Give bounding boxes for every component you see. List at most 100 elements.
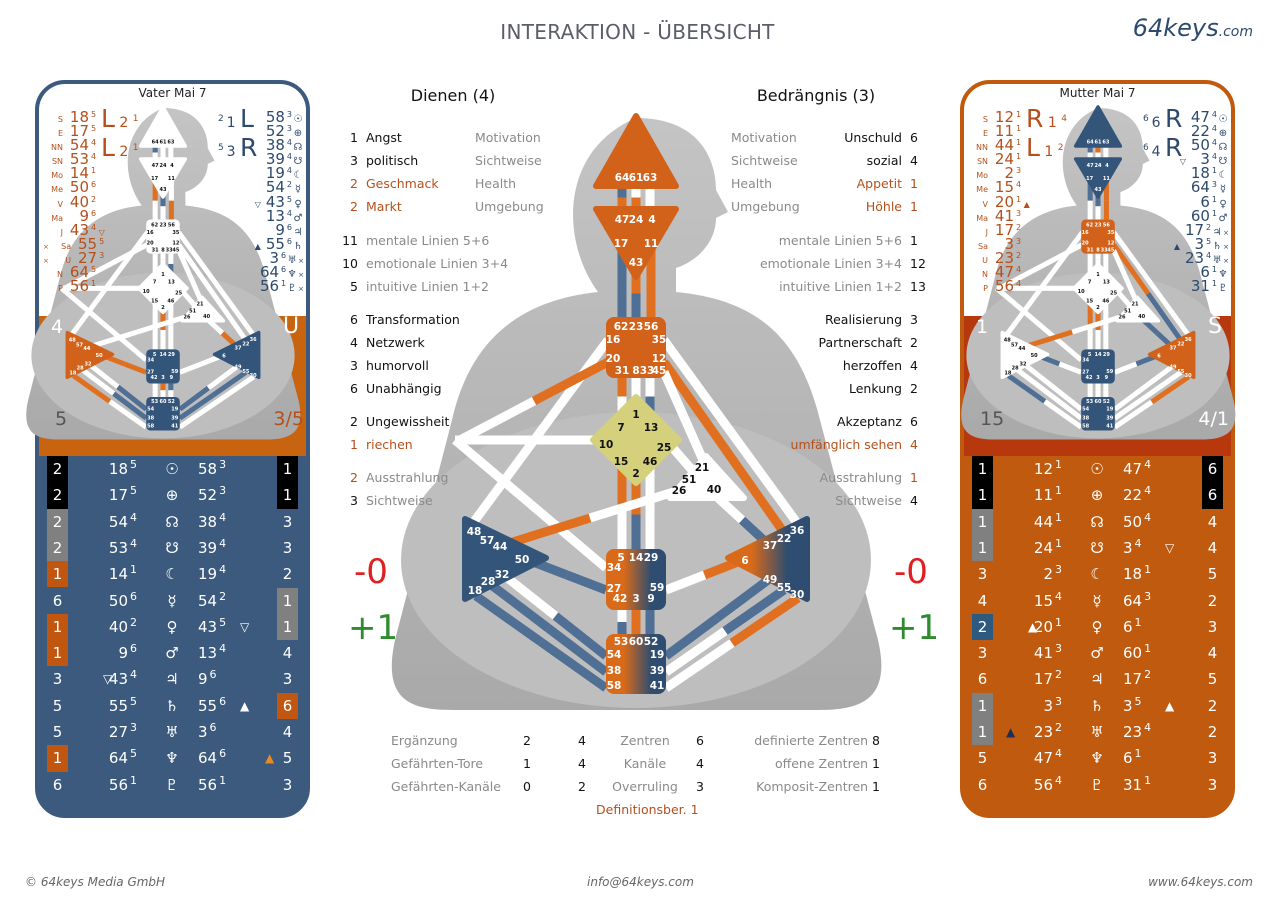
count: 1: [350, 130, 358, 145]
count: 2: [910, 335, 918, 350]
arrow-dir: L: [239, 104, 254, 133]
category-label: Umgebung: [475, 199, 544, 214]
left-count: 5: [977, 749, 988, 768]
design-line: 6: [130, 642, 137, 656]
logo[interactable]: 64keys.com: [1133, 14, 1253, 42]
design-line: 1: [130, 563, 137, 577]
arrow-b: 6: [1143, 114, 1152, 124]
count: 2: [350, 470, 358, 485]
arrow-dir: R: [1026, 104, 1044, 133]
left-count: 3: [52, 670, 63, 689]
design-line: 5: [130, 747, 137, 761]
design-line: 3: [1055, 642, 1062, 656]
planet-abbr: P: [983, 284, 988, 294]
count: 5: [350, 279, 358, 294]
label: Transformation: [366, 312, 460, 327]
design-line: 4: [130, 536, 137, 550]
personality-marker: ▲: [265, 751, 275, 766]
arrow-a: 3: [226, 144, 240, 160]
label: Netzwerk: [366, 335, 425, 350]
footer-email[interactable]: info@64keys.com: [587, 875, 694, 889]
stat-label: Overruling: [612, 779, 678, 794]
design-line: 1: [1055, 536, 1062, 550]
planet-symbol: ☉: [1090, 460, 1104, 478]
definition-letter: U: [283, 314, 300, 339]
left-count: 1: [972, 456, 993, 483]
right-count: 2: [1207, 591, 1218, 610]
bedraengnis-row: Appetit 1: [640, 175, 930, 193]
logo-suffix: .com: [1218, 24, 1253, 40]
label: umfänglich sehen: [790, 437, 902, 452]
arrow-b: 1: [132, 143, 139, 153]
line: 6: [91, 208, 97, 218]
personality-line: 4: [1134, 536, 1142, 550]
line: 2: [1016, 222, 1022, 232]
definition-value: 1: [690, 802, 699, 817]
count: 12: [910, 256, 926, 271]
planet-symbol: ♅: [1090, 723, 1104, 741]
retro-mark: ×: [43, 242, 52, 251]
label: Sichtweise: [835, 493, 902, 508]
category-label: Motivation: [731, 130, 797, 145]
arrow-b: 2: [1057, 143, 1064, 153]
planet-symbol: ☋: [165, 538, 179, 557]
dienen-plus: +1: [348, 608, 399, 648]
footer-website[interactable]: www.64keys.com: [1148, 875, 1253, 889]
category-label: Sichtweise: [475, 153, 542, 168]
arrow-a: 4: [1151, 144, 1165, 160]
left-count: 1: [972, 482, 993, 509]
count: 1: [910, 176, 918, 191]
count: 2: [350, 176, 358, 191]
category-label: Umgebung: [731, 199, 800, 214]
category-label: Health: [731, 176, 773, 191]
profile-right: 3/5: [273, 408, 304, 430]
design-marker: ▲: [1028, 619, 1038, 634]
design-line: 3: [1055, 694, 1062, 708]
count: 3: [910, 312, 918, 327]
personality-line: 4: [1144, 510, 1152, 524]
left-count: 6: [52, 591, 63, 610]
personality-line: 5: [219, 615, 227, 629]
personality-line: 4: [219, 563, 227, 577]
label: mentale Linien 5+6: [366, 233, 490, 248]
personality-line: 4: [219, 510, 227, 524]
label: Appetit: [856, 176, 902, 191]
left-count: 2: [47, 534, 68, 562]
stat-right: Komposit-Zentren 1: [700, 779, 880, 794]
right-count: 1: [277, 482, 298, 509]
label: emotionale Linien 3+4: [366, 256, 509, 271]
count: 1: [350, 437, 358, 452]
planet-symbol: ♇: [1218, 283, 1228, 295]
planet-symbol: ♆: [165, 749, 179, 768]
personality-line: 2: [219, 589, 227, 603]
personality-marker: ▲: [1165, 698, 1175, 713]
planet-symbol: ♀: [1091, 617, 1103, 636]
design-line: 1: [1055, 615, 1062, 629]
